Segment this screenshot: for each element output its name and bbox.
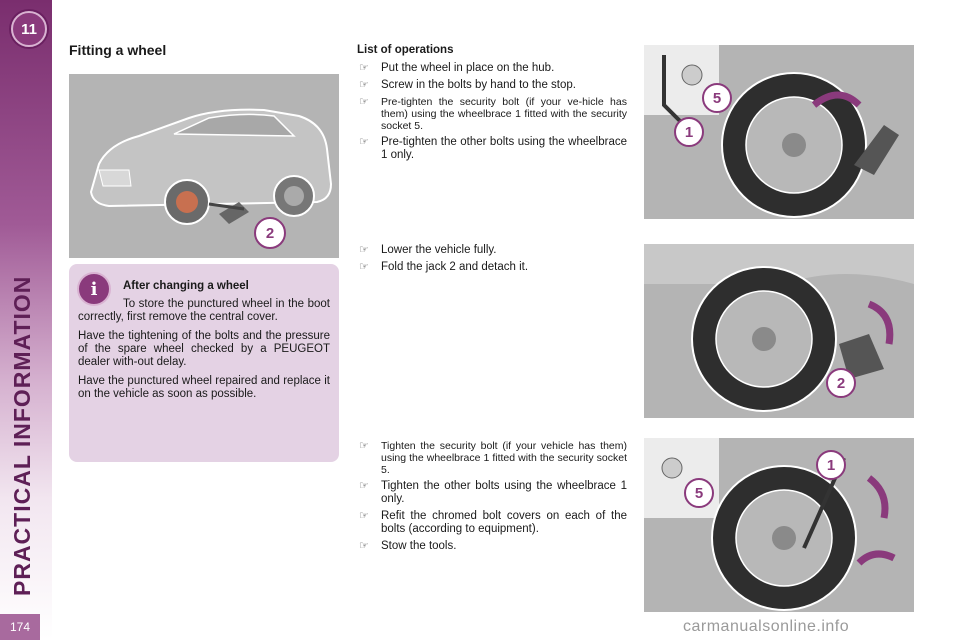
pointing-hand-icon: ☞: [359, 79, 369, 91]
info-title: After changing a wheel: [123, 280, 249, 292]
list-item: ☞Tighten the other bolts using the wheel…: [359, 480, 627, 505]
info-box: i After changing a wheel To store the pu…: [69, 264, 339, 462]
page-number: 174: [0, 614, 40, 640]
list-item: ☞Lower the vehicle fully.: [359, 244, 497, 256]
wheel-fitting-figure-3: 1 5: [644, 438, 914, 612]
pointing-hand-icon: ☞: [359, 136, 369, 148]
callout-badge-socket: 5: [684, 478, 714, 508]
car-jack-illustration: 2: [69, 74, 339, 258]
list-item: ☞Stow the tools.: [359, 540, 457, 552]
pointing-hand-icon: ☞: [359, 540, 369, 552]
callout-badge-jack: 2: [826, 368, 856, 398]
operations-list-1: ☞Put the wheel in place on the hub. ☞Scr…: [357, 62, 627, 166]
chapter-title: PRACTICAL INFORMATION: [9, 275, 35, 596]
pointing-hand-icon: ☞: [359, 96, 369, 108]
pointing-hand-icon: ☞: [359, 480, 369, 492]
operations-list-2: ☞Lower the vehicle fully. ☞Fold the jack…: [357, 244, 627, 278]
watermark: carmanualsonline.info: [683, 618, 850, 635]
info-body: To store the punctured wheel in the boot…: [78, 298, 330, 407]
callout-badge-wheelbrace: 1: [674, 117, 704, 147]
list-item: ☞Tighten the security bolt (if your vehi…: [359, 440, 627, 476]
chapter-badge: 11: [11, 11, 47, 47]
callout-badge-wheelbrace: 1: [816, 450, 846, 480]
list-item: ☞Screw in the bolts by hand to the stop.: [359, 79, 576, 91]
list-item: ☞Pre-tighten the other bolts using the w…: [359, 136, 627, 161]
list-item: ☞Refit the chromed bolt covers on each o…: [359, 510, 627, 535]
pointing-hand-icon: ☞: [359, 440, 369, 452]
info-paragraph: To store the punctured wheel in the boot…: [78, 298, 330, 323]
pointing-hand-icon: ☞: [359, 261, 369, 273]
operations-title: List of operations: [357, 44, 454, 56]
callout-badge-jack: 2: [254, 217, 286, 249]
pointing-hand-icon: ☞: [359, 510, 369, 522]
info-icon: i: [77, 272, 111, 306]
operations-list-3: ☞Tighten the security bolt (if your vehi…: [357, 440, 627, 557]
page-title: Fitting a wheel: [69, 42, 167, 58]
callout-badge-socket: 5: [702, 83, 732, 113]
chapter-sidebar: 11 PRACTICAL INFORMATION: [0, 0, 52, 640]
pointing-hand-icon: ☞: [359, 62, 369, 74]
info-paragraph: Have the tightening of the bolts and the…: [78, 330, 330, 368]
wheel-fitting-figure-2: 2: [644, 244, 914, 418]
list-item: ☞Pre-tighten the security bolt (if your …: [359, 96, 627, 132]
info-paragraph: Have the punctured wheel repaired and re…: [78, 375, 330, 400]
wheel-fitting-figure-1: 5 1: [644, 45, 914, 219]
list-item: ☞Fold the jack 2 and detach it.: [359, 261, 529, 273]
pointing-hand-icon: ☞: [359, 244, 369, 256]
list-item: ☞Put the wheel in place on the hub.: [359, 62, 555, 74]
